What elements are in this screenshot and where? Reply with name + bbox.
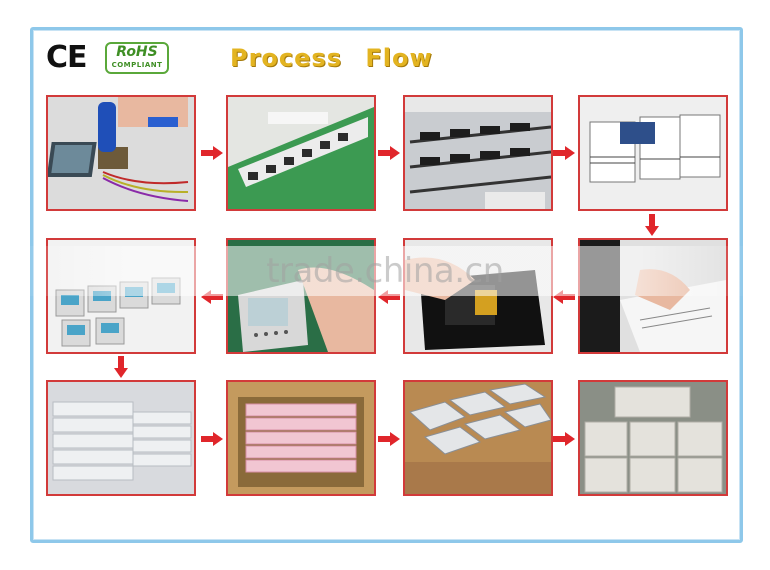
step-12-photo	[578, 380, 728, 496]
boxed-units-photo	[228, 382, 374, 494]
arrow-down-icon	[645, 214, 659, 236]
soldering-lcd-photo	[48, 97, 194, 209]
ce-mark: CE	[46, 40, 88, 75]
step-1-photo	[46, 95, 196, 211]
assembly-line-photo	[228, 97, 374, 209]
step-3-photo	[403, 95, 553, 211]
sealed-cartons-photo	[580, 382, 726, 494]
step-10-photo	[226, 380, 376, 496]
watermark: trade.china.cn	[20, 246, 750, 296]
arrow-right-icon	[201, 146, 223, 160]
bubble-wrapped-stacks-photo	[48, 382, 194, 494]
arrow-right-icon	[378, 432, 400, 446]
step-11-photo	[403, 380, 553, 496]
watermark-text: trade.china.cn	[266, 251, 504, 291]
step-5-photo	[578, 238, 728, 354]
arrow-down-icon	[114, 356, 128, 378]
arrow-right-icon	[553, 432, 575, 446]
stacked-boards-photo	[580, 97, 726, 209]
testing-rack-photo	[405, 97, 551, 209]
rohs-badge: RoHS COMPLIANT	[105, 42, 169, 74]
rohs-badge-text: RoHS	[116, 44, 158, 60]
step-4-photo	[578, 95, 728, 211]
rohs-badge-subtext: COMPLIANT	[111, 61, 163, 69]
step-2-photo	[226, 95, 376, 211]
arrow-right-icon	[553, 146, 575, 160]
arrow-right-icon	[378, 146, 400, 160]
arrow-right-icon	[201, 432, 223, 446]
step-9-photo	[46, 380, 196, 496]
page-title: Process Flow	[230, 44, 433, 72]
carton-dividers-photo	[405, 382, 551, 494]
